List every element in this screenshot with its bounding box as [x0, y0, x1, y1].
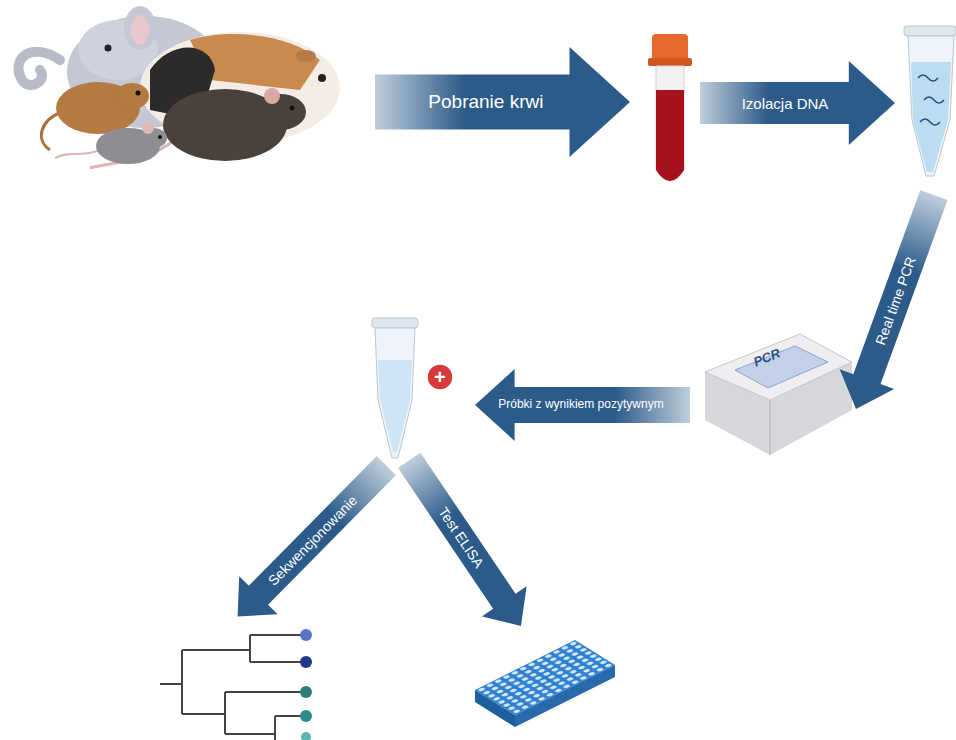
- dna-tube-part: [924, 97, 944, 103]
- dna-tube-part: [904, 26, 956, 36]
- tree-tips-part: [300, 686, 312, 698]
- elisa-plate-part: [475, 640, 615, 715]
- positive-tube: [372, 318, 453, 458]
- rodent-group-part: [131, 15, 149, 45]
- dna-tube-part: [908, 36, 954, 176]
- rodent-group-part: [290, 106, 295, 111]
- rodent-group-part: [142, 122, 154, 134]
- rodent-group: [18, 6, 340, 168]
- tree-tips-part: [301, 732, 311, 740]
- pcr-machine-part: [769, 400, 771, 455]
- rodent-group-part: [158, 135, 162, 139]
- rodent-group-part: [318, 74, 326, 82]
- rodent-group-part: [136, 91, 141, 96]
- arrow-fill: [387, 445, 544, 641]
- rodent-group-part: [254, 94, 306, 130]
- positive-tube-part: [378, 360, 412, 452]
- rodent-group-part: [18, 52, 60, 85]
- phylogenetic-tree-part: [182, 692, 305, 740]
- rodent-group-part: [105, 45, 112, 52]
- arrow-band: Pobranie krwi: [375, 47, 630, 157]
- blood-tube-part: [656, 66, 684, 181]
- arrow-band: Próbki z wynikiem pozytywnym: [475, 369, 690, 441]
- positive-sign: +: [434, 367, 446, 387]
- tree-tips-part: [300, 656, 312, 668]
- tree-tips: [300, 629, 312, 740]
- arrow-band: Real time PCR: [829, 185, 956, 419]
- arrow-fill: [829, 185, 956, 419]
- rodent-group-part: [264, 88, 280, 104]
- step-label: Sekwencjonowanie: [265, 492, 361, 589]
- pcr-machine-part: [705, 334, 852, 400]
- dna-tube-part: [918, 75, 938, 81]
- step-label: Izolacja DNA: [742, 95, 829, 112]
- elisa-plate: [475, 640, 615, 727]
- positive-tube-part: [375, 328, 415, 458]
- dna-tube: [904, 26, 956, 176]
- rodent-group-part: [115, 83, 149, 109]
- positive-tube-part: [427, 364, 453, 390]
- elisa-plate-part-part: [475, 640, 615, 715]
- arrow-fill: [218, 447, 405, 636]
- rodent-group-part: [296, 50, 316, 62]
- tree-tips-part: [300, 710, 312, 722]
- blood-tube-part: [656, 90, 684, 181]
- arrow-fill: [475, 369, 690, 441]
- rodent-group-part: [55, 150, 100, 158]
- blood-tube: [648, 34, 692, 181]
- rodent-group-part: [124, 6, 156, 50]
- phylogenetic-tree: [160, 635, 305, 740]
- blood-tube-part: [648, 58, 692, 66]
- pcr-machine-part: [735, 346, 828, 388]
- arrow-fill: [375, 47, 630, 157]
- positive-tube-part: [372, 318, 418, 328]
- elisa-plate-part-part: [475, 640, 615, 715]
- phylogenetic-tree-part: [160, 650, 182, 714]
- step-label: Pobranie krwi: [428, 91, 543, 113]
- pcr-machine: [705, 334, 852, 455]
- arrow-band: Izolacja DNA: [700, 61, 895, 145]
- rodent-group-part: [41, 112, 62, 150]
- arrow-fill: [700, 61, 895, 145]
- tree-tips-part: [300, 629, 312, 641]
- dna-tube-part: [920, 119, 940, 125]
- arrow-band: Sekwencjonowanie: [218, 447, 405, 636]
- step-label: Próbki z wynikiem pozytywnym: [498, 398, 673, 412]
- dna-tube-part: [911, 62, 951, 172]
- arrow-band: Test ELISA: [387, 445, 544, 641]
- phylogenetic-tree-part: [182, 635, 305, 662]
